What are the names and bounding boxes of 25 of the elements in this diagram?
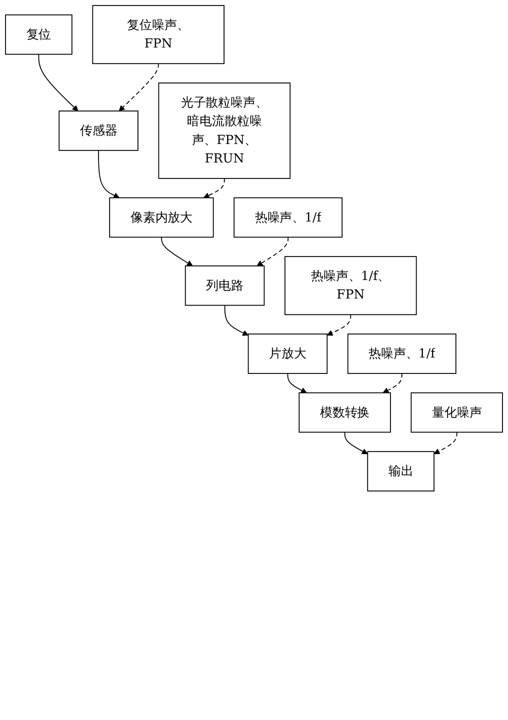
node-box: 光子散粒噪声、暗电流散粒噪声、FPN、FRUN [158, 82, 291, 179]
arrow [434, 432, 458, 454]
node-box: 量化噪声 [410, 392, 503, 433]
node-box: 片放大 [248, 334, 328, 374]
arrow [344, 432, 368, 454]
node-box: 热噪声、1/f [347, 334, 456, 374]
node-box: 模数转换 [298, 392, 391, 433]
node-box: 输出 [367, 451, 434, 492]
arrow [38, 54, 78, 112]
node-box: 像素内放大 [109, 197, 214, 238]
arrow [98, 150, 120, 198]
node-box: 列电路 [184, 265, 265, 306]
arrow [118, 63, 159, 112]
arrow [326, 314, 352, 336]
arrow [161, 236, 193, 266]
node-box: 复位 [5, 14, 72, 55]
node-box: 复位噪声、FPN [92, 5, 224, 64]
node-box: 热噪声、1/f、FPN [284, 256, 417, 316]
arrow [224, 304, 249, 336]
node-box: 热噪声、1/f [234, 197, 343, 238]
arrow [203, 178, 225, 198]
arrow [287, 372, 307, 394]
node-box: 传感器 [58, 110, 138, 151]
arrow [256, 236, 289, 266]
arrow [382, 372, 402, 394]
